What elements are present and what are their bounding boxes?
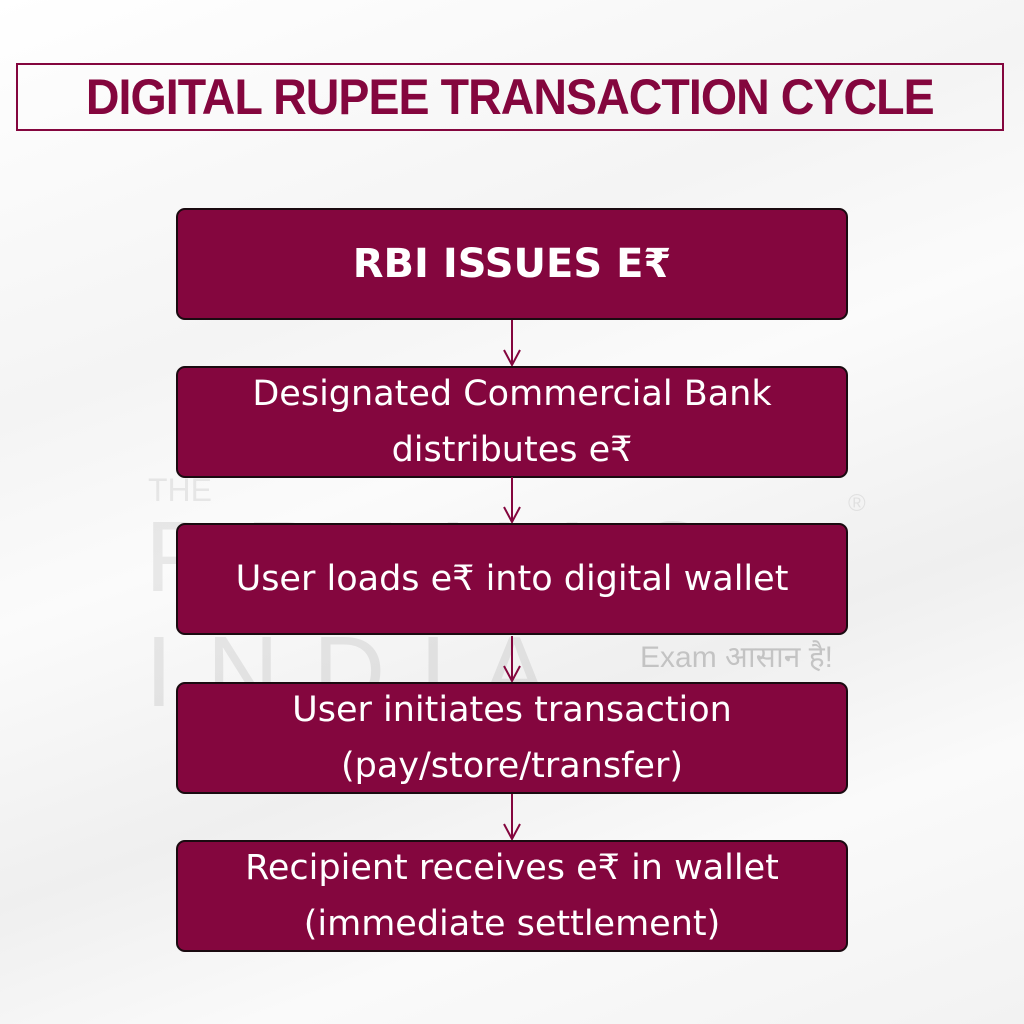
page-title: DIGITAL RUPEE TRANSACTION CYCLE: [86, 69, 935, 125]
watermark-tagline: Exam आसान है!: [640, 641, 833, 674]
watermark-registered: ®: [848, 490, 866, 517]
step-recipient-receives: Recipient receives e₹ in wallet (immedia…: [176, 840, 848, 952]
step-text: (immediate settlement): [303, 904, 721, 944]
arrow-down-icon: [503, 320, 521, 366]
step-text: (pay/store/transfer): [340, 746, 684, 786]
step-user-initiates: User initiates transaction (pay/store/tr…: [176, 682, 848, 794]
step-text: distributes e₹: [391, 430, 633, 470]
step-rbi-issues: RBI ISSUES E₹: [176, 208, 848, 320]
arrow-down-icon: [503, 794, 521, 840]
watermark-the: THE: [148, 472, 212, 508]
title-box: DIGITAL RUPEE TRANSACTION CYCLE: [16, 63, 1004, 131]
arrow-down-icon: [503, 477, 521, 523]
step-text: Designated Commercial Bank: [252, 374, 772, 414]
arrow-down-icon: [503, 636, 521, 682]
step-text: Recipient receives e₹ in wallet: [245, 848, 779, 888]
step-user-loads: User loads e₹ into digital wallet: [176, 523, 848, 635]
step-text: User initiates transaction: [292, 690, 732, 730]
step-text: RBI ISSUES E₹: [352, 241, 672, 287]
step-bank-distributes: Designated Commercial Bank distributes e…: [176, 366, 848, 478]
step-text: User loads e₹ into digital wallet: [235, 559, 789, 599]
